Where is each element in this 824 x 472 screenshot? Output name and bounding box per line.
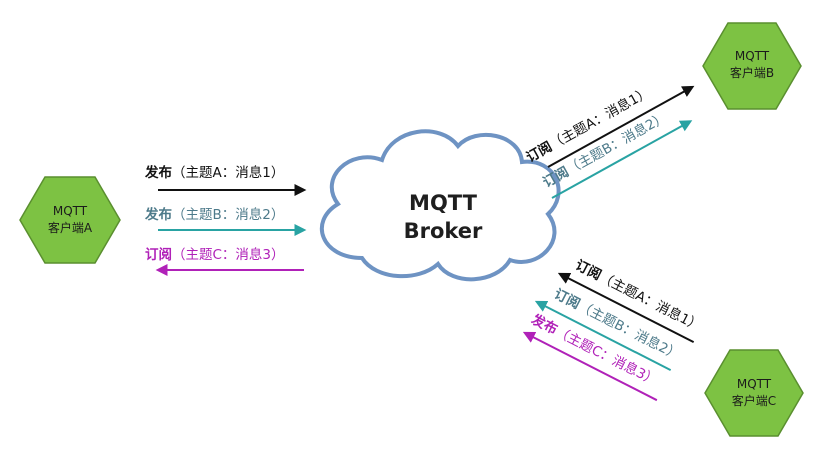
client-a-label-line1: MQTT [53, 204, 88, 218]
message-a2: 发布（主题B：消息2） [144, 206, 307, 236]
message-a1-action: 发布 [144, 164, 172, 181]
client-a-hexagon [19, 176, 121, 264]
broker-label-line2: Broker [404, 219, 483, 243]
client-b-hexagon [702, 22, 802, 110]
message-c3: 发布（主题C：消息3） [522, 310, 661, 402]
message-b2-detail: （主题B：消息2） [563, 109, 670, 178]
message-b1-arrow [547, 85, 695, 168]
svg-text:订阅（主题A：消息1）: 订阅（主题A：消息1） [573, 256, 705, 334]
svg-text:发布（主题A：消息1）: 发布（主题A：消息1） [144, 164, 284, 181]
message-a2-action: 发布 [144, 206, 172, 223]
client-c-label-line2: 客户端C [732, 393, 776, 408]
svg-text:发布（主题B：消息2）: 发布（主题B：消息2） [144, 206, 284, 223]
message-a3-action: 订阅 [145, 246, 172, 263]
message-a3-detail: （主题C：消息3） [172, 246, 285, 263]
message-c3-arrow [522, 331, 658, 402]
broker-label-line1: MQTT [409, 191, 478, 215]
svg-text:订阅（主题B：消息2）: 订阅（主题B：消息2） [551, 285, 683, 363]
message-a3: 订阅（主题C：消息3） [145, 246, 304, 276]
client-c-node: MQTT 客户端C [704, 349, 804, 437]
client-c-hexagon [704, 349, 804, 437]
message-c1-arrow [557, 272, 695, 343]
broker-cloud [319, 129, 561, 282]
client-c-label-line1: MQTT [737, 377, 772, 391]
message-c2-arrow [534, 300, 672, 371]
client-b-label-line1: MQTT [735, 49, 770, 63]
message-a1-detail: （主题A：消息1） [172, 164, 284, 181]
message-a2-detail: （主题B：消息2） [172, 206, 284, 223]
message-b2-arrow [551, 120, 693, 199]
client-b-label-line2: 客户端B [730, 65, 774, 80]
broker-node: MQTT Broker [319, 129, 561, 282]
client-b-node: MQTT 客户端B [702, 22, 802, 110]
svg-text:订阅（主题C：消息3）: 订阅（主题C：消息3） [145, 246, 285, 263]
message-a1: 发布（主题A：消息1） [144, 164, 307, 196]
client-a-label-line2: 客户端A [48, 220, 93, 235]
client-a-node: MQTT 客户端A [19, 176, 121, 264]
